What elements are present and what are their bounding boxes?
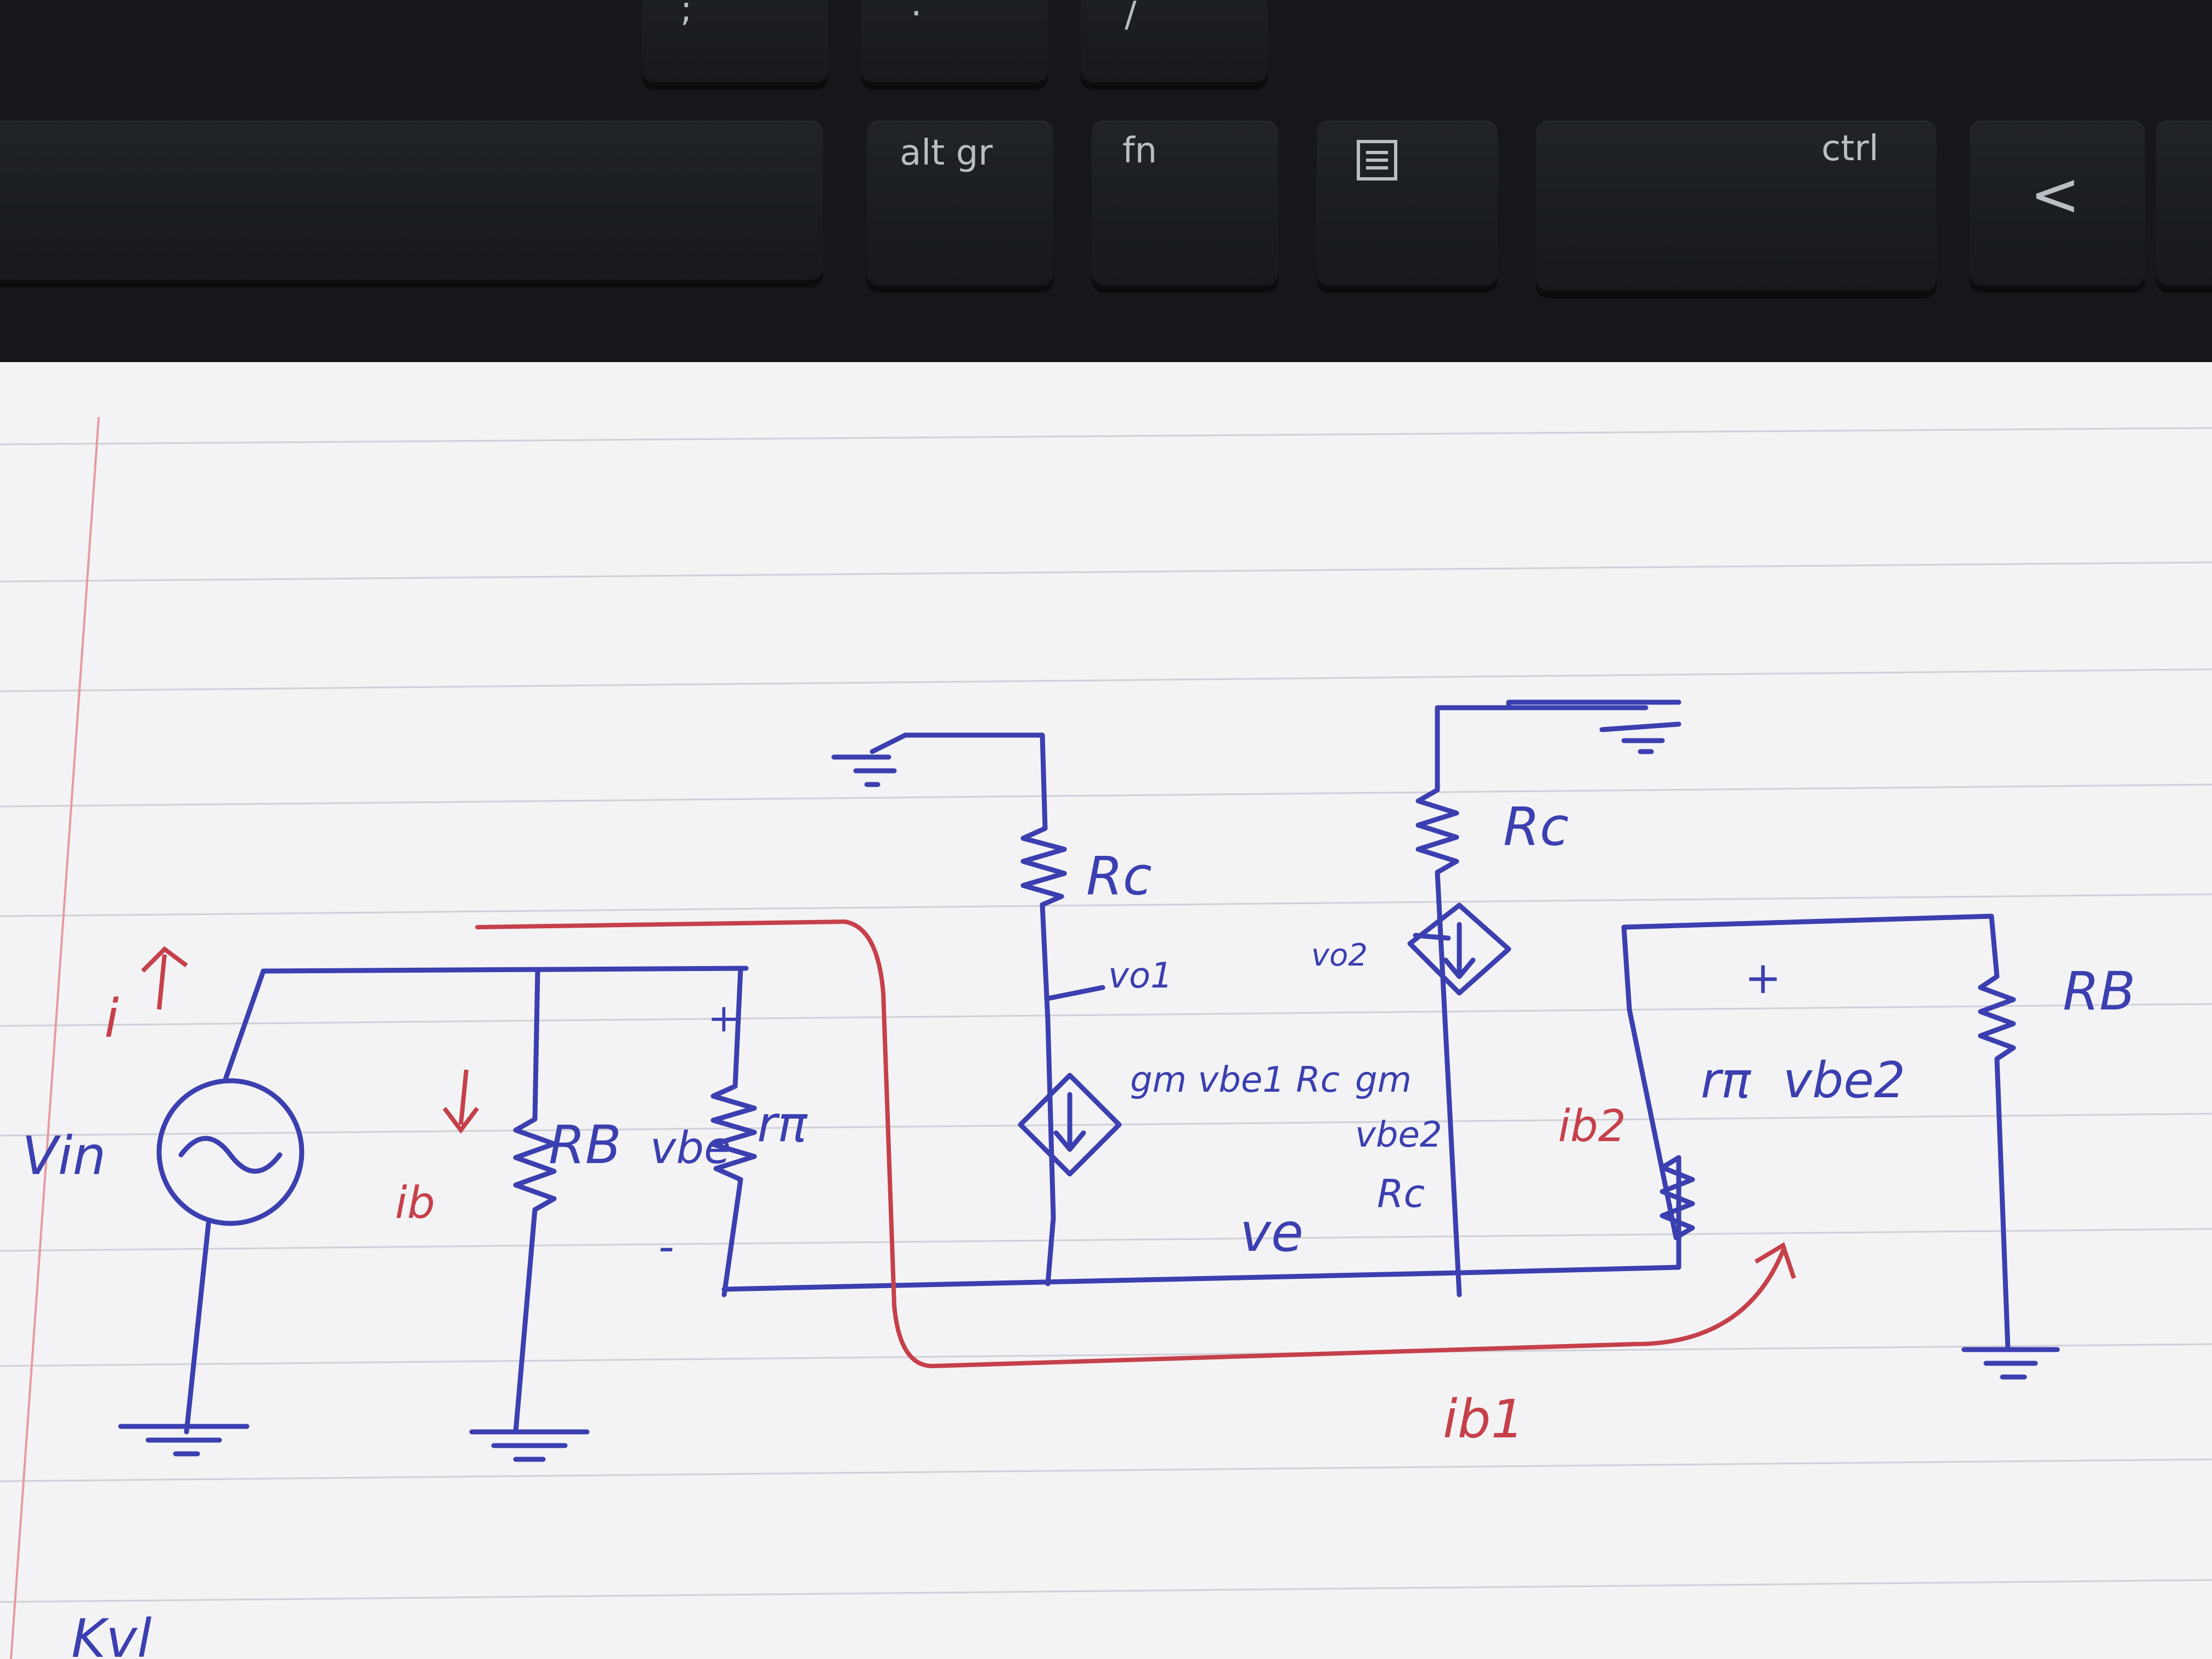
label-vbe2: vbe2 — [1355, 1115, 1442, 1155]
label-ib1: ib1 — [1443, 1389, 1525, 1450]
label-i-in: i — [104, 988, 119, 1049]
key-fn[interactable]: fn — [1092, 121, 1278, 285]
circuit-sketch: i Vin ib RB vbe rπ + - Rc vo1 gm vbe1 Rc… — [0, 416, 2212, 1659]
current-loop — [475, 919, 1785, 1369]
label-vbe1: vbe — [650, 1122, 731, 1173]
key-period[interactable]: . — [861, 0, 1048, 82]
label-vo1: vo1 — [1108, 956, 1173, 996]
key-altgr[interactable]: alt gr — [867, 121, 1053, 285]
label-bottom-text: Kvl — [71, 1608, 152, 1659]
label-rpi-left: rπ — [757, 1096, 808, 1153]
circuit-wiring — [118, 699, 2060, 1462]
input-current-arrow — [141, 946, 188, 1010]
margin-line — [10, 416, 100, 1659]
label-rb-right: RB — [2063, 961, 2136, 1022]
key-fn-label: fn — [1122, 131, 1158, 171]
keyboard: ; . / alt gr fn ctrl < — [0, 0, 2212, 384]
label-vbe2-right: vbe2 — [1783, 1052, 1905, 1109]
label-rc-top: Rc — [1503, 796, 1568, 857]
key-left-label: < — [2030, 159, 2081, 229]
key-menu[interactable] — [1317, 121, 1498, 285]
label-gm-vbe1: gm vbe1 Rc — [1130, 1060, 1340, 1101]
ruled-lines — [0, 427, 2212, 1603]
key-slash-label: / — [1125, 0, 1137, 35]
notebook-page: i Vin ib RB vbe rπ + - Rc vo1 gm vbe1 Rc… — [0, 362, 2212, 1659]
label-minus-left: - — [658, 1221, 674, 1272]
label-rc-mid: Rc — [1377, 1171, 1425, 1216]
label-vo2: vo2 — [1311, 938, 1368, 973]
menu-icon — [1357, 140, 1397, 180]
key-period-label: . — [911, 0, 922, 24]
label-ib: ib — [395, 1177, 435, 1228]
key-slash[interactable]: / — [1081, 0, 1267, 82]
label-rb-left: RB — [549, 1114, 622, 1176]
label-vin: Vin — [22, 1125, 106, 1187]
current-loop-arrow — [1754, 1242, 1796, 1279]
key-semicolon-label: ; — [680, 0, 692, 30]
key-ctrl-label: ctrl — [1821, 128, 1879, 169]
label-rpi-right: rπ — [1701, 1052, 1752, 1109]
label-rc-left: Rc — [1086, 845, 1152, 907]
key-edge[interactable] — [2156, 121, 2212, 285]
key-space[interactable] — [0, 121, 823, 280]
key-left[interactable]: < — [1970, 121, 2145, 285]
key-altgr-label: alt gr — [900, 133, 993, 173]
key-ctrl[interactable]: ctrl — [1536, 121, 1937, 291]
label-ib2: ib2 — [1558, 1101, 1626, 1152]
base-current-arrow — [442, 1069, 479, 1134]
label-ve: ve — [1240, 1202, 1304, 1263]
label-plus-left: + — [708, 996, 740, 1041]
label-plus-right: + — [1745, 952, 1781, 1003]
label-gm-vbe2: gm — [1355, 1060, 1412, 1101]
key-semicolon[interactable]: ; — [642, 0, 828, 82]
